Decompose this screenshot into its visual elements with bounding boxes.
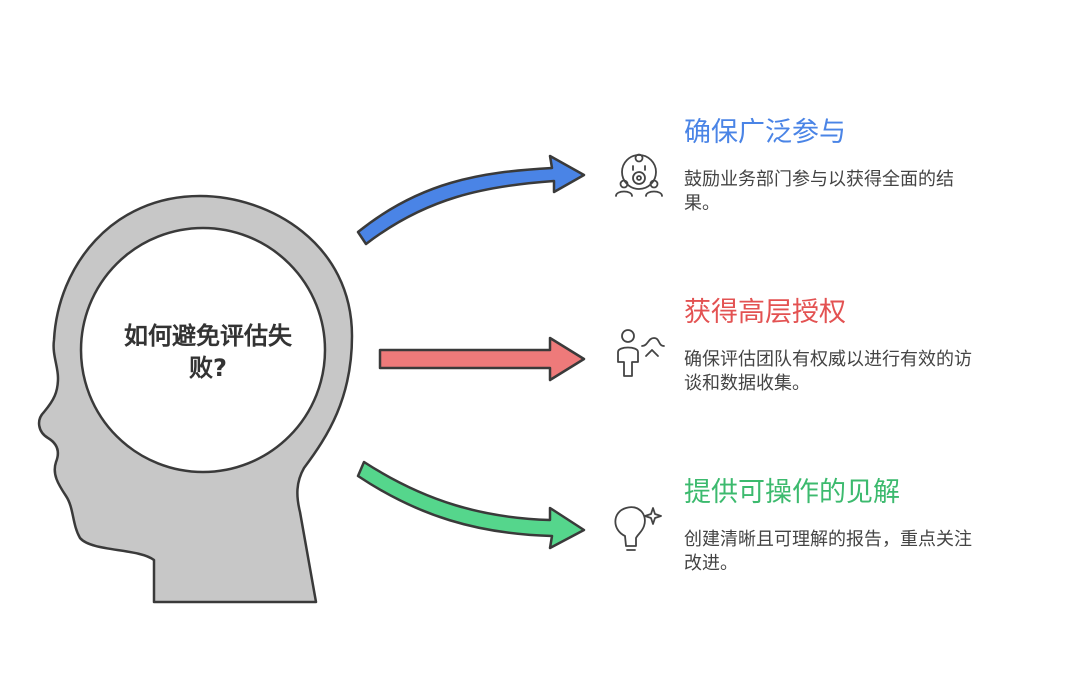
item-description: 创建清晰且可理解的报告，重点关注 改进。 xyxy=(684,528,1024,576)
item-actionable-insights: 提供可操作的见解 创建清晰且可理解的报告，重点关注 改进。 xyxy=(684,476,1024,576)
item-description-line1: 鼓励业务部门参与以获得全面的结 xyxy=(684,169,954,190)
people-gear-icon xyxy=(615,153,663,197)
item-description-line1: 确保评估团队有权威以进行有效的访 xyxy=(684,349,972,370)
item-title: 获得高层授权 xyxy=(684,297,846,328)
arrow-up-blue xyxy=(356,154,586,246)
person-authority-icon xyxy=(617,329,665,377)
item-title: 提供可操作的见解 xyxy=(684,477,900,508)
item-executive-authorization: 获得高层授权 确保评估团队有权威以进行有效的访 谈和数据收集。 xyxy=(684,296,1024,396)
item-title: 确保广泛参与 xyxy=(684,117,846,148)
central-question: 如何避免评估失 败? xyxy=(108,320,308,384)
item-description-line2: 果。 xyxy=(684,193,720,214)
item-description: 鼓励业务部门参与以获得全面的结 果。 xyxy=(684,168,1024,216)
arrow-down-green xyxy=(356,460,586,550)
item-description-line1: 创建清晰且可理解的报告，重点关注 xyxy=(684,529,972,550)
lightbulb-sparkle-icon xyxy=(614,506,662,551)
thought-circle xyxy=(79,226,327,474)
item-broad-participation: 确保广泛参与 鼓励业务部门参与以获得全面的结 果。 xyxy=(684,116,1024,216)
item-description: 确保评估团队有权威以进行有效的访 谈和数据收集。 xyxy=(684,348,1024,396)
central-question-line1: 如何避免评估失 xyxy=(124,322,292,350)
arrow-right-red xyxy=(378,336,586,382)
item-description-line2: 谈和数据收集。 xyxy=(684,373,810,394)
central-question-line2: 败? xyxy=(189,354,227,382)
item-description-line2: 改进。 xyxy=(684,553,738,574)
